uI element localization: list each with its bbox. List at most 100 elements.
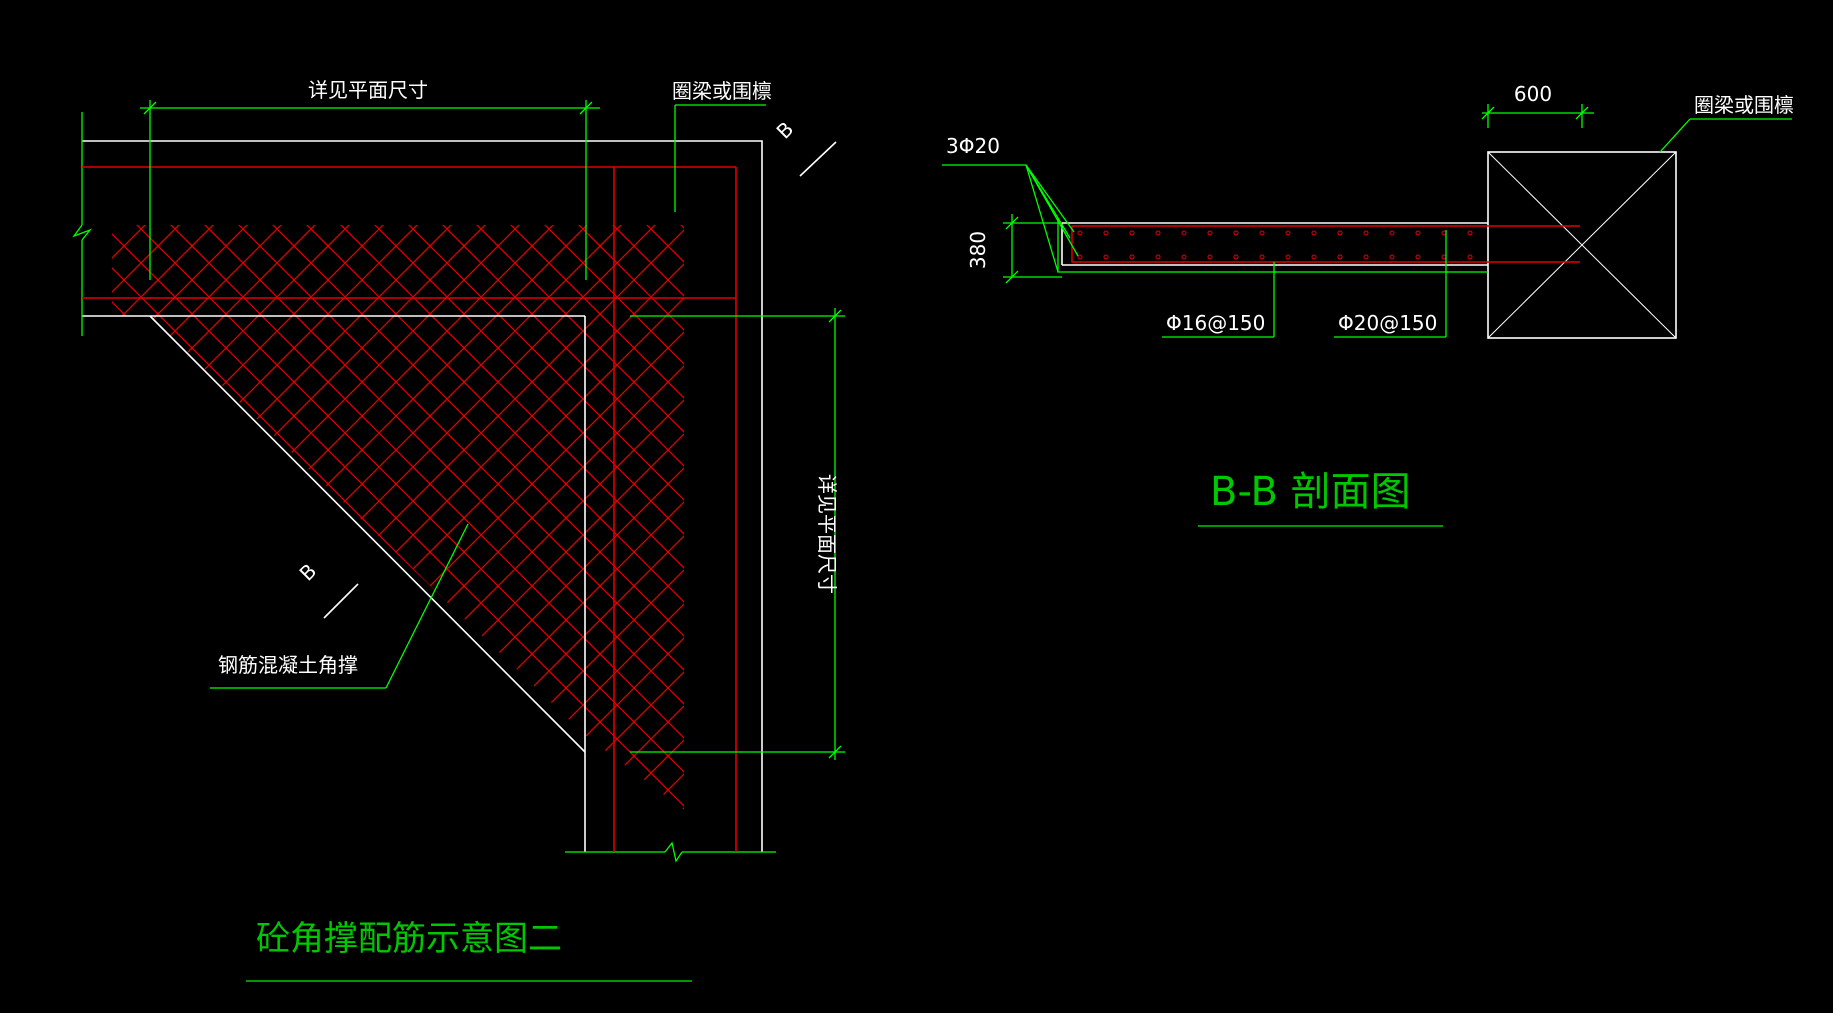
slab-rebar <box>1071 225 1580 263</box>
section-beam-label: 圈梁或围檩 <box>1694 93 1794 117</box>
mesh-bar <box>419 225 684 810</box>
dim-width-label: 600 <box>1514 82 1552 106</box>
section-mark-bottom-letter: B <box>295 559 322 586</box>
rebar-dot <box>1207 230 1213 236</box>
mesh-bar <box>453 225 684 810</box>
mesh-bar <box>762 100 1562 900</box>
beam-label-leader <box>674 104 766 212</box>
main-bar-leader <box>1334 230 1447 338</box>
mesh-bar <box>112 225 611 810</box>
mesh-bar <box>112 225 684 810</box>
mesh-bar <box>112 225 475 810</box>
rebar-dot <box>1103 254 1109 260</box>
rebar-dot <box>1285 230 1291 236</box>
rebar-dot <box>1077 230 1083 236</box>
section-beam-leader <box>1659 118 1792 153</box>
mesh-bar <box>112 225 684 810</box>
mesh-bar <box>1542 100 1833 900</box>
mesh-bar <box>1610 100 1833 900</box>
width-dimension <box>1481 104 1594 128</box>
plan-title: 砼角撑配筋示意图二 <box>256 919 562 959</box>
mesh-bar <box>249 225 684 810</box>
mesh-bar <box>217 225 684 810</box>
top-bar-label: 3Φ20 <box>946 134 1000 158</box>
rebar-dot <box>1077 254 1083 260</box>
mesh-bar <box>181 225 684 810</box>
mesh-bar <box>1032 100 1832 900</box>
plan-view: 详见平面尺寸 详见平面尺寸 圈梁或围檩 B B 钢 <box>0 78 1833 982</box>
mesh-bar <box>112 225 339 810</box>
mesh-bar <box>112 225 684 810</box>
rebar-dot <box>1259 230 1265 236</box>
mesh-bar <box>112 225 203 810</box>
mesh-bar <box>112 225 507 810</box>
mesh-bar <box>112 225 684 810</box>
mesh-bar <box>112 225 684 810</box>
mesh-bar <box>794 100 1594 900</box>
mesh-bar <box>115 225 684 810</box>
mesh-bar <box>112 225 237 810</box>
mesh-bar <box>112 225 169 810</box>
section-view: 380 600 3Φ20 Φ16@150 <box>942 82 1794 527</box>
mesh-bar <box>183 225 684 810</box>
mesh-bar <box>112 225 373 810</box>
mesh-bar <box>0 100 100 900</box>
mesh-bar <box>112 225 371 810</box>
mesh-bar <box>112 225 643 810</box>
section-mark-top-letter: B <box>772 117 799 144</box>
mesh-bar <box>283 225 684 810</box>
mesh-bar <box>112 225 684 810</box>
rebar-dot <box>1311 254 1317 260</box>
dim-top-label: 详见平面尺寸 <box>308 78 428 102</box>
mesh-bar <box>112 225 201 810</box>
rebar-dot <box>1129 254 1135 260</box>
rebar-dot <box>1259 254 1265 260</box>
rebar-dot <box>1389 230 1395 236</box>
rebar-dot <box>1181 254 1187 260</box>
mesh-bar <box>112 225 407 810</box>
rebar-dot <box>1155 230 1161 236</box>
height-dimension <box>1003 214 1062 284</box>
mesh-bar <box>353 225 684 810</box>
mesh-bar <box>112 225 577 810</box>
mesh-bar <box>387 225 684 810</box>
rebar-dot <box>1207 254 1213 260</box>
break-mark-left <box>72 112 92 336</box>
dist-bar-leader <box>1162 262 1275 338</box>
mesh-bar <box>317 225 684 810</box>
rebar-dot <box>1233 254 1239 260</box>
section-beam-box <box>1487 151 1677 339</box>
dist-bar-label: Φ16@150 <box>1166 311 1265 335</box>
mesh-bar <box>112 225 684 810</box>
rebar-dot <box>1363 254 1369 260</box>
mesh-bar <box>112 225 575 810</box>
mesh-bar <box>351 225 684 810</box>
mesh-bar <box>1678 100 1833 900</box>
mesh-bar <box>112 225 135 810</box>
mesh-bar <box>112 225 473 810</box>
mesh-bar <box>112 225 271 810</box>
mesh-bar <box>285 225 684 810</box>
mesh-bar <box>1372 100 1833 900</box>
break-mark-bottom <box>565 841 776 863</box>
dim-right-label: 详见平面尺寸 <box>815 474 839 594</box>
rebar-dot <box>1415 230 1421 236</box>
mesh-bar <box>455 225 684 810</box>
mesh-bar <box>112 225 269 810</box>
mesh-bar <box>147 225 684 810</box>
plan-beam-label: 圈梁或围檩 <box>672 79 772 103</box>
mesh-bar <box>112 225 541 810</box>
rebar-dot <box>1389 254 1395 260</box>
rebar-dot <box>1181 230 1187 236</box>
rebar-dot <box>1415 254 1421 260</box>
main-bar-label: Φ20@150 <box>1338 311 1437 335</box>
beam-outline <box>82 140 763 852</box>
mesh-bar <box>113 225 684 810</box>
rebar-dot <box>1103 230 1109 236</box>
slab-outer-outline <box>1057 218 1488 273</box>
mesh-bar <box>112 225 684 810</box>
mesh-bar <box>215 225 684 810</box>
mesh-bar <box>112 225 303 810</box>
rebar-dot <box>1467 254 1473 260</box>
